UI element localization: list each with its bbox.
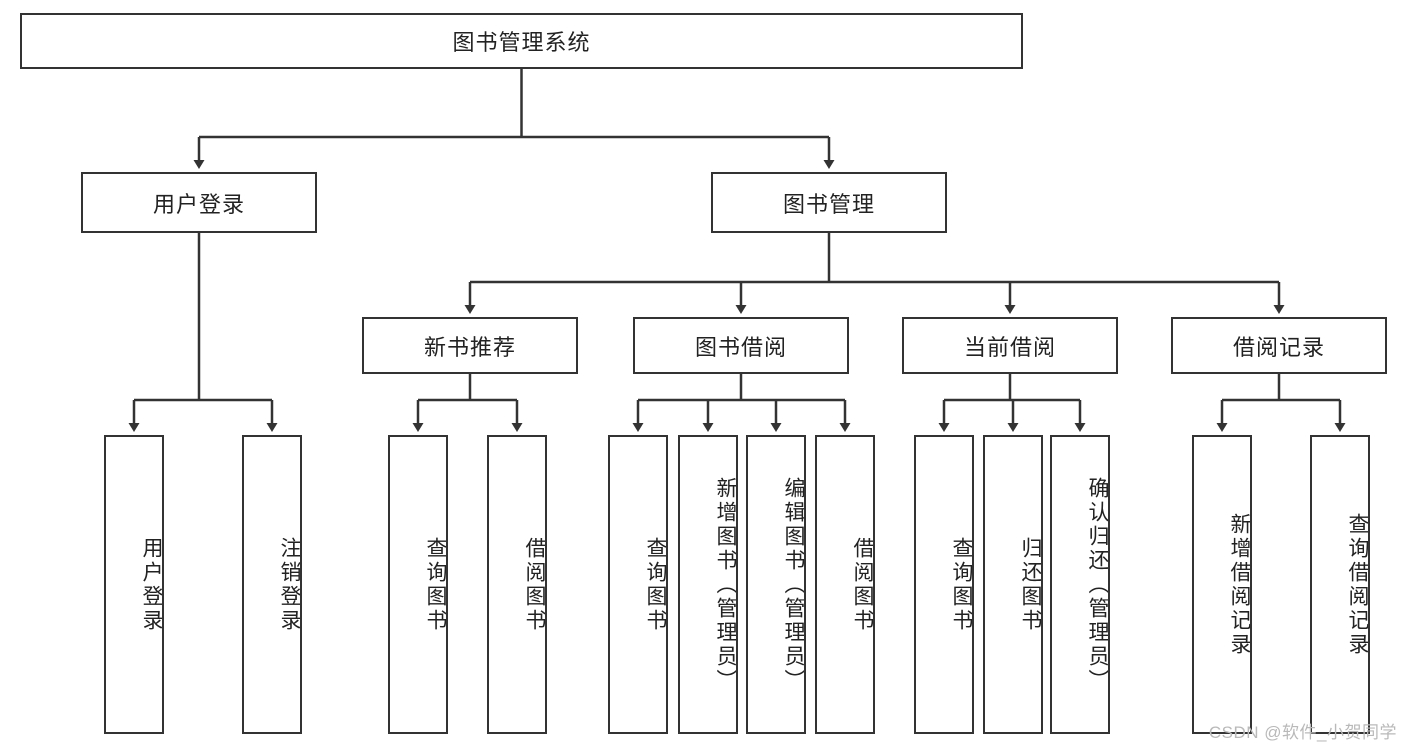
node-label: 图书管理系统 (452, 30, 591, 55)
node-leaf-query-book-1[interactable]: 查询图书 (388, 435, 448, 734)
watermark-text: CSDN @软件_小贺同学 (1208, 723, 1397, 742)
node-label: 用户登录 (152, 191, 245, 217)
node-label: 归还图书 (1019, 536, 1042, 633)
node-label: 图书借阅 (694, 334, 787, 360)
node-label: 图书管理 (782, 191, 875, 217)
node-label: 当前借阅 (963, 334, 1056, 360)
node-leaf-borrow-book-2[interactable]: 借阅图书 (815, 435, 875, 734)
node-label: 查询图书 (950, 536, 973, 633)
node-leaf-return-book[interactable]: 归还图书 (983, 435, 1043, 734)
node-label: 借阅图书 (851, 536, 874, 633)
node-leaf-query-record[interactable]: 查询借阅记录 (1310, 435, 1370, 734)
node-label: 查询图书 (424, 536, 447, 633)
node-user-login[interactable]: 用户登录 (81, 172, 317, 233)
node-leaf-borrow-book-1[interactable]: 借阅图书 (487, 435, 547, 734)
node-label: 注销登录 (278, 536, 301, 633)
node-leaf-add-record[interactable]: 新增借阅记录 (1192, 435, 1252, 734)
node-label: 新书推荐 (423, 334, 516, 360)
node-label: 新增借阅记录 (1228, 512, 1251, 657)
node-book-manage[interactable]: 图书管理 (711, 172, 947, 233)
node-borrow-record[interactable]: 借阅记录 (1171, 317, 1387, 374)
node-root[interactable]: 图书管理系统 (20, 13, 1023, 69)
node-book-borrow[interactable]: 图书借阅 (633, 317, 849, 374)
node-label: 用户登录 (140, 536, 163, 633)
node-leaf-edit-book[interactable]: 编辑图书（管理员） (746, 435, 806, 734)
node-label: 查询借阅记录 (1346, 512, 1369, 657)
node-label: 编辑图书（管理员） (782, 476, 805, 693)
node-label: 确认归还（管理员） (1086, 476, 1109, 693)
node-leaf-query-book-2[interactable]: 查询图书 (608, 435, 668, 734)
node-label: 查询图书 (644, 536, 667, 633)
node-leaf-query-book-3[interactable]: 查询图书 (914, 435, 974, 734)
node-leaf-confirm-return[interactable]: 确认归还（管理员） (1050, 435, 1110, 734)
node-leaf-user-login[interactable]: 用户登录 (104, 435, 164, 734)
node-label: 借阅记录 (1232, 334, 1325, 360)
node-current-borrow[interactable]: 当前借阅 (902, 317, 1118, 374)
node-new-book-recommend[interactable]: 新书推荐 (362, 317, 578, 374)
node-leaf-add-book[interactable]: 新增图书（管理员） (678, 435, 738, 734)
node-label: 新增图书（管理员） (714, 476, 737, 693)
node-label: 借阅图书 (523, 536, 546, 633)
node-leaf-logout[interactable]: 注销登录 (242, 435, 302, 734)
